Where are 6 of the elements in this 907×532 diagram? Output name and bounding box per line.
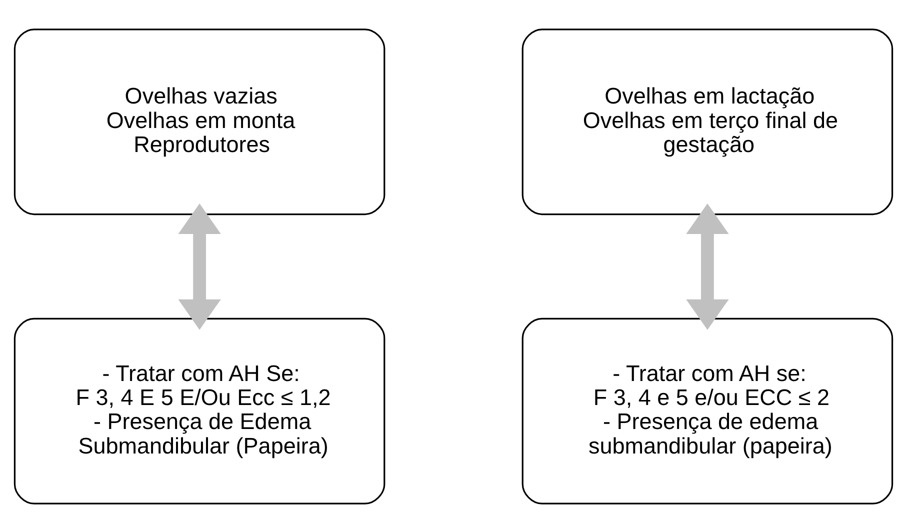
arrow: [686, 203, 729, 330]
node-box: - Tratar com AH Se: F 3, 4 E 5 E/Ou Ecc ≤ 1,2 - Presença de Edema Submandibular (Papeira): [14, 317, 386, 504]
node-box: - Tratar com AH se: F 3, 4 e 5 e/ou ECC ≤ 2 - Presença de edema submandibular (papeira): [522, 317, 894, 504]
node-box: Ovelhas vazias Ovelhas em monta Reprodutores: [14, 28, 386, 215]
node-box: Ovelhas em lactação Ovelhas em terço final de gestação: [522, 28, 894, 215]
arrow: [178, 203, 221, 330]
